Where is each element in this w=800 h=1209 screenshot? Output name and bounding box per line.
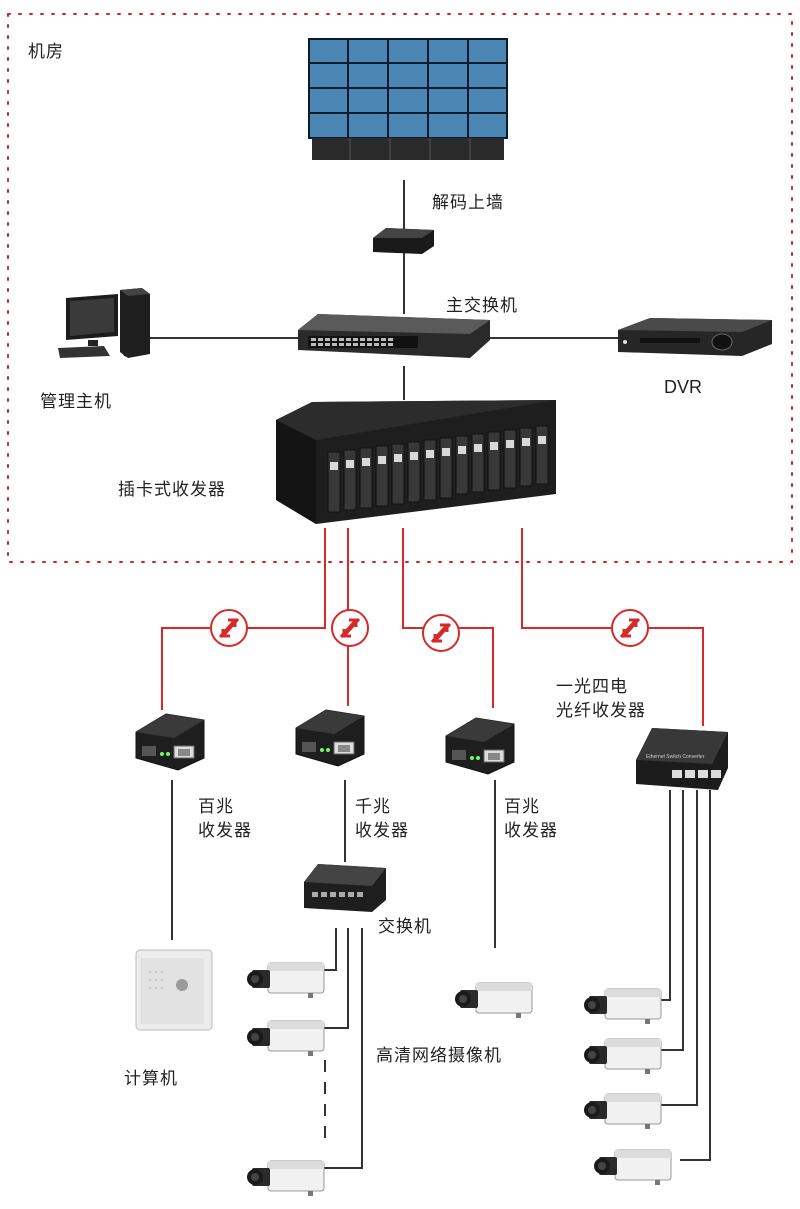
- camera-switch-1: [246, 962, 325, 999]
- management-host-label: 管理主机: [40, 392, 112, 412]
- decoder-box: [373, 228, 434, 254]
- camera-4port-4: [593, 1149, 672, 1186]
- computer-tower: [135, 949, 213, 1031]
- dvr-label: DVR: [664, 377, 703, 397]
- transceiver-100m-a: [135, 713, 205, 771]
- camera-4port-2: [583, 1038, 662, 1075]
- main-switch-label: 主交换机: [446, 296, 518, 316]
- switch-label: 交换机: [378, 917, 432, 937]
- camera-switch-2: [246, 1020, 325, 1057]
- management-host-pc: [58, 288, 150, 358]
- field-switch-device: [304, 864, 386, 912]
- transceiver-100m-b-label: 百兆 收发器: [504, 797, 558, 841]
- card-transceiver-chassis: [276, 400, 556, 524]
- machine-room-boundary: [7, 13, 793, 563]
- camera-100m: [454, 982, 533, 1019]
- camera-switch-3: [246, 1160, 325, 1197]
- dvr-device: [618, 318, 772, 356]
- apple-logo-icon: [176, 979, 188, 991]
- one-fiber-four-copper-label: 一光四电 光纤收发器: [556, 677, 646, 721]
- one-fiber-four-copper-device-text: Ethernet Switch Converter: [646, 754, 705, 760]
- decoder-wall-label: 解码上墙: [432, 193, 504, 213]
- machine-room-label: 机房: [28, 42, 64, 62]
- card-transceiver-label: 插卡式收发器: [118, 480, 226, 500]
- transceiver-100m-b: [445, 717, 515, 775]
- copper-links: [148, 180, 711, 1169]
- transceiver-1000m: [295, 709, 365, 767]
- fiber-symbols: [210, 609, 649, 652]
- computer-label: 计算机: [124, 1069, 178, 1089]
- transceiver-1000m-label: 千兆 收发器: [355, 797, 409, 841]
- camera-4port-1: [583, 988, 662, 1025]
- one-fiber-four-copper-device: Ethernet Switch Converter: [636, 728, 728, 790]
- transceiver-100m-a-label: 百兆 收发器: [198, 797, 252, 841]
- hd-cameras-label: 高清网络摄像机: [376, 1046, 502, 1066]
- camera-4port-3: [583, 1093, 662, 1130]
- main-switch-device: [298, 314, 490, 358]
- video-wall: [308, 38, 508, 160]
